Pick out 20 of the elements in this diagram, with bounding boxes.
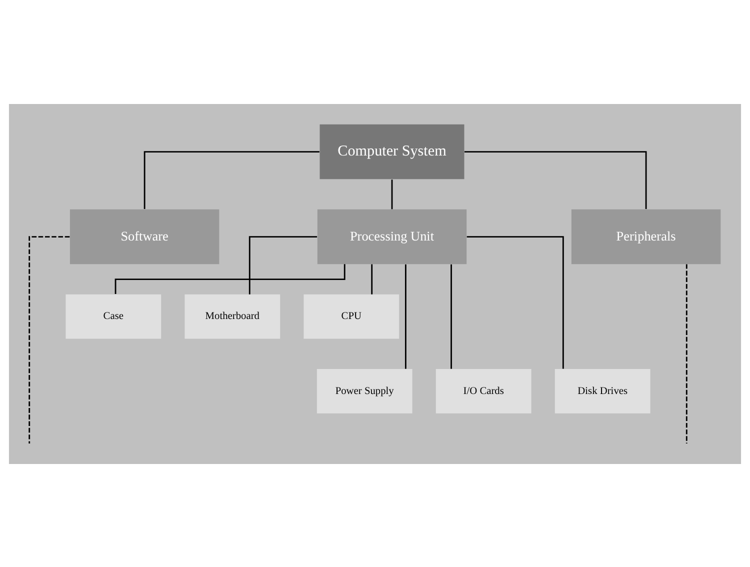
node-box: CPU (304, 294, 400, 338)
connector (248, 236, 318, 294)
connector (144, 150, 320, 208)
connector (686, 264, 688, 444)
node-box: Motherboard (184, 294, 280, 338)
node-box: Computer System (320, 124, 464, 179)
connector (391, 179, 393, 209)
connector (404, 264, 406, 368)
node-box: Disk Drives (554, 368, 650, 413)
connector (464, 150, 647, 208)
connector (371, 264, 373, 294)
connector (450, 264, 452, 368)
node-box: Power Supply (316, 368, 412, 413)
node-box: Case (66, 294, 162, 338)
node-box: Peripherals (571, 208, 721, 264)
node-box: Processing Unit (317, 208, 467, 264)
node-box: I/O Cards (436, 368, 532, 413)
connector (466, 236, 564, 368)
node-box: Software (70, 208, 220, 264)
connector (28, 236, 70, 443)
